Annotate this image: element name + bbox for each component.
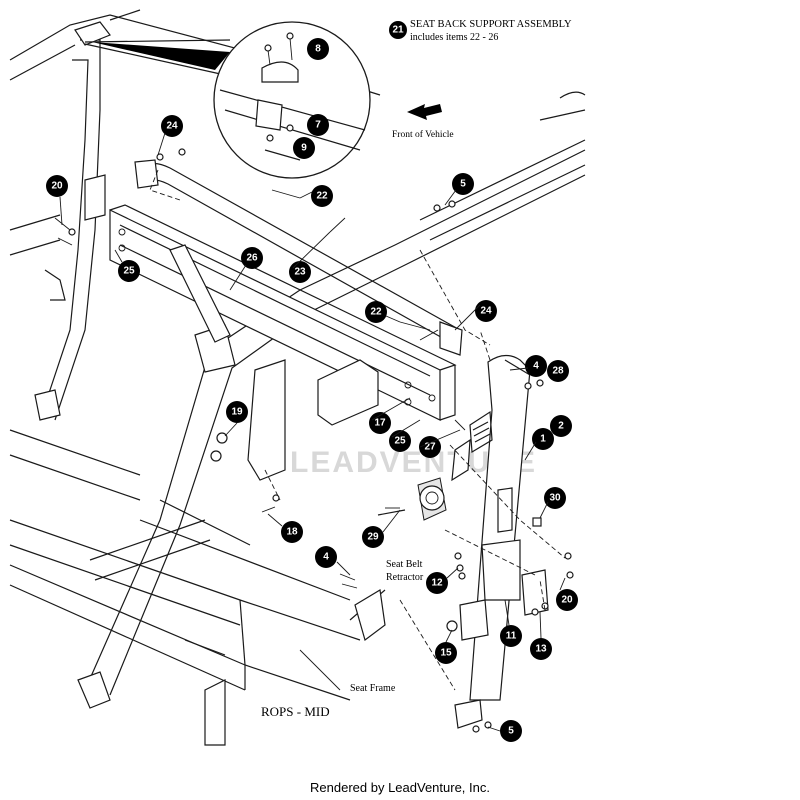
- callout-23: 23: [289, 261, 311, 283]
- detail-inset: [84, 21, 371, 179]
- svg-text:30: 30: [549, 493, 561, 504]
- right-seatbelt-post: [454, 354, 549, 729]
- seat-belt-retractor-label: Seat Belt: [386, 559, 423, 570]
- svg-text:12: 12: [431, 578, 443, 589]
- callout-4: 4: [315, 546, 337, 568]
- svg-text:4: 4: [323, 552, 329, 563]
- svg-text:24: 24: [166, 121, 178, 132]
- dashed-leaders: [149, 169, 566, 691]
- assembly-title: SEAT BACK SUPPORT ASSEMBLY: [410, 19, 572, 30]
- svg-text:17: 17: [374, 418, 386, 429]
- callout-2: 2: [550, 415, 572, 437]
- svg-text:29: 29: [367, 532, 379, 543]
- callout-5: 5: [452, 173, 474, 195]
- svg-text:8: 8: [315, 44, 321, 55]
- footer-credit: Rendered by LeadVenture, Inc.: [310, 780, 490, 795]
- callout-24: 24: [161, 115, 183, 137]
- svg-text:15: 15: [440, 648, 452, 659]
- callout-8: 8: [307, 38, 329, 60]
- callout-7: 7: [307, 114, 329, 136]
- seat-back-support-channel: [109, 204, 457, 481]
- svg-text:21: 21: [392, 25, 404, 36]
- svg-text:7: 7: [315, 120, 321, 131]
- callout-1: 1: [532, 428, 554, 450]
- callout-22: 22: [365, 301, 387, 323]
- callout-12: 12: [426, 572, 448, 594]
- callout-25: 25: [389, 430, 411, 452]
- callout-17: 17: [369, 412, 391, 434]
- callout-29: 29: [362, 526, 384, 548]
- lower-floor-frame: [9, 429, 386, 746]
- seat-belt-retractor-label-2: Retractor: [386, 572, 424, 583]
- svg-text:19: 19: [231, 407, 243, 418]
- svg-text:25: 25: [394, 436, 406, 447]
- svg-text:1: 1: [540, 434, 546, 445]
- svg-text:9: 9: [301, 143, 307, 154]
- svg-text:24: 24: [480, 306, 492, 317]
- svg-text:20: 20: [561, 595, 573, 606]
- callout-11: 11: [500, 625, 522, 647]
- callout-27: 27: [419, 436, 441, 458]
- front-of-vehicle-label: Front of Vehicle: [392, 129, 454, 140]
- assembly-header: 21 SEAT BACK SUPPORT ASSEMBLY includes i…: [389, 19, 572, 43]
- hardware-fasteners: [54, 148, 574, 733]
- callout-4: 4: [525, 355, 547, 377]
- callout-leaders: [59, 132, 566, 732]
- seat-back-upper-tube: [134, 159, 463, 356]
- assembly-subtitle: includes items 22 - 26: [410, 32, 498, 43]
- callout-26: 26: [241, 247, 263, 269]
- callout-20: 20: [556, 589, 578, 611]
- svg-text:4: 4: [533, 361, 539, 372]
- svg-text:2: 2: [558, 421, 564, 432]
- callout-15: 15: [435, 642, 457, 664]
- callout-20: 20: [46, 175, 68, 197]
- svg-text:27: 27: [424, 442, 436, 453]
- svg-text:11: 11: [506, 631, 517, 642]
- svg-text:22: 22: [316, 191, 328, 202]
- callout-5: 5: [500, 720, 522, 742]
- seat-frame-label: Seat Frame: [350, 683, 396, 694]
- svg-text:18: 18: [286, 527, 298, 538]
- callouts: 8 7 9 24 20 22 5 25 26 23 22 24 4 28 2 1…: [46, 38, 578, 742]
- svg-text:5: 5: [508, 726, 514, 737]
- svg-text:23: 23: [294, 267, 306, 278]
- svg-text:28: 28: [552, 366, 564, 377]
- callout-18: 18: [281, 521, 303, 543]
- callout-21: 21: [389, 21, 407, 39]
- rops-left-post: [34, 21, 111, 421]
- callout-9: 9: [293, 137, 315, 159]
- front-of-vehicle-arrow: [407, 104, 442, 120]
- callout-19: 19: [226, 401, 248, 423]
- rops-mid-label: ROPS - MID: [261, 704, 330, 719]
- callout-30: 30: [544, 487, 566, 509]
- svg-text:22: 22: [370, 307, 382, 318]
- callout-24: 24: [475, 300, 497, 322]
- svg-text:25: 25: [123, 266, 135, 277]
- callout-25: 25: [118, 260, 140, 282]
- callout-22: 22: [311, 185, 333, 207]
- svg-text:5: 5: [460, 179, 466, 190]
- callout-13: 13: [530, 638, 552, 660]
- callout-28: 28: [547, 360, 569, 382]
- seat-belt-retractor-assembly: [377, 410, 493, 521]
- svg-text:20: 20: [51, 181, 63, 192]
- svg-text:26: 26: [246, 253, 258, 264]
- svg-text:13: 13: [535, 644, 547, 655]
